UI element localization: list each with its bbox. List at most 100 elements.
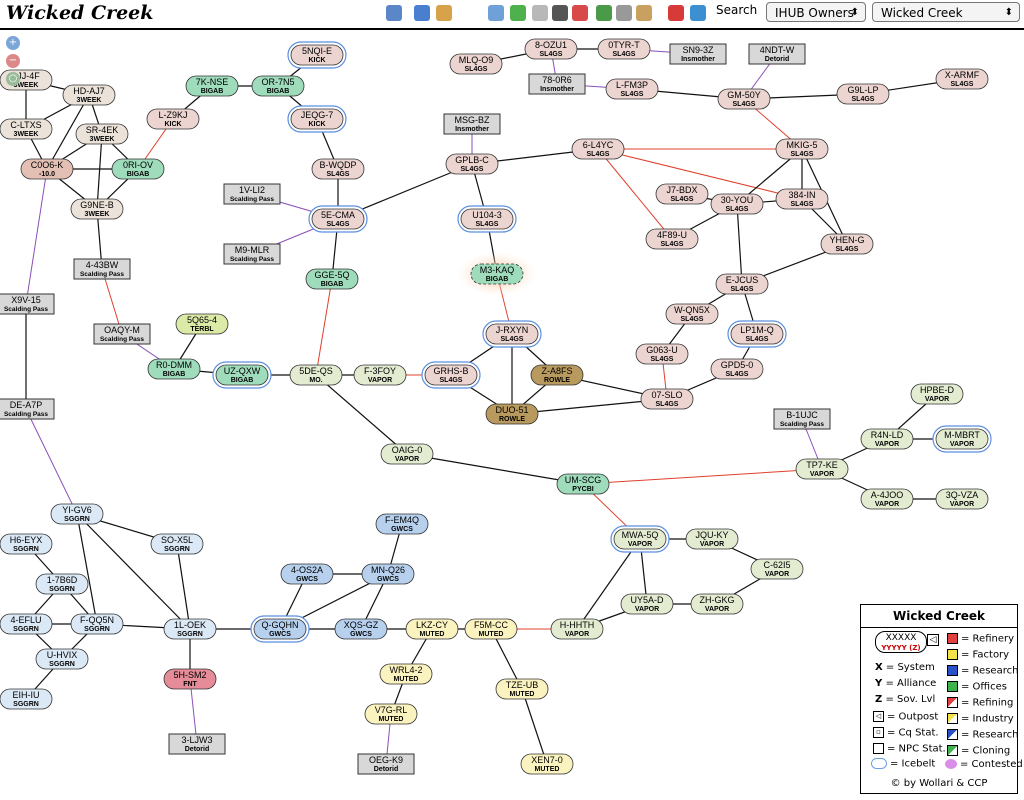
map-icon[interactable] [386,5,402,21]
pdf-icon[interactable] [668,5,684,21]
grid-icon[interactable] [488,5,504,21]
region-select[interactable]: Wicked Creek⬍ [872,2,1020,22]
image-icon[interactable] [690,5,706,21]
route-icon[interactable] [596,5,612,21]
globe-dark-icon[interactable] [552,5,568,21]
owner-select[interactable]: IHUB Owners⬍ [766,2,866,22]
globe-gray-icon[interactable] [532,5,548,21]
truck-icon[interactable] [636,5,652,21]
globe-icon[interactable] [510,5,526,21]
location-pin-icon[interactable] [572,5,588,21]
zoom-in-icon[interactable]: + [6,36,20,50]
back-arrow-icon[interactable] [414,5,430,21]
cube-icon[interactable] [616,5,632,21]
search-button[interactable]: Search [716,3,758,17]
calendar-icon[interactable] [436,5,452,21]
